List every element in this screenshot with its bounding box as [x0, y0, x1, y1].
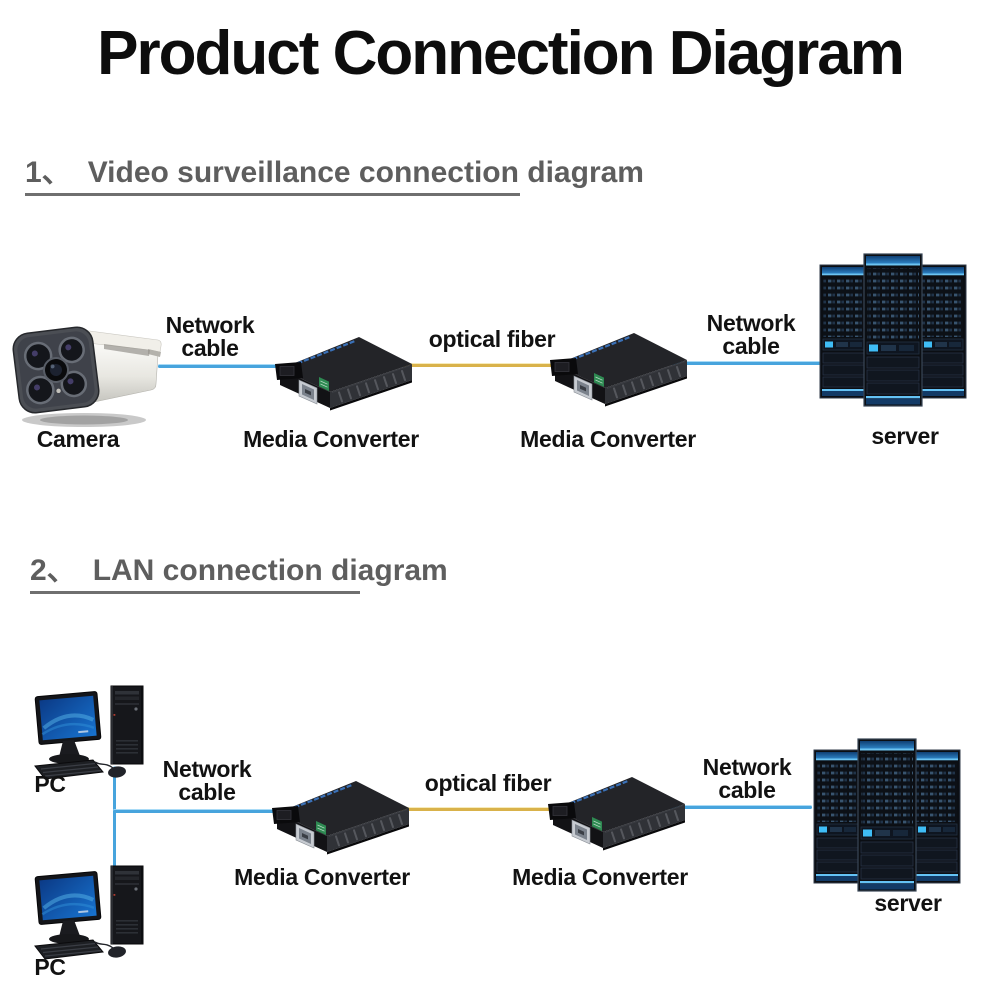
- media-converter-icon: [275, 331, 425, 416]
- server-icon: [812, 735, 962, 895]
- media-converter-icon: [272, 775, 422, 860]
- section1-underline: [25, 193, 520, 196]
- camera-icon: [8, 310, 168, 435]
- optical-fiber-line-1: [390, 364, 572, 367]
- cable-label-line1: Network: [702, 754, 792, 780]
- pc-label: PC: [34, 771, 66, 797]
- fiber-label: optical fiber: [428, 326, 556, 352]
- cable-label: Network cable: [163, 758, 252, 804]
- network-cable-line-4: [660, 806, 812, 809]
- section2-number: 2、: [30, 554, 77, 587]
- cable-label-line2: cable: [178, 779, 236, 805]
- page-title: Product Connection Diagram: [97, 19, 905, 88]
- network-cable-line-2: [663, 362, 823, 365]
- cable-label-line1: Network: [165, 312, 255, 338]
- media-converter-label: Media Converter: [243, 426, 419, 452]
- cable-label: Network cable: [166, 314, 255, 360]
- pc-label: PC: [34, 954, 66, 980]
- optical-fiber-line-2: [392, 808, 568, 811]
- media-converter-label: Media Converter: [520, 426, 696, 452]
- network-cable-line-3: [113, 810, 289, 813]
- camera-label: Camera: [36, 426, 120, 452]
- cable-label-line1: Network: [162, 756, 252, 782]
- cable-label-line2: cable: [722, 333, 780, 359]
- pc-trunk-line: [113, 767, 116, 870]
- cable-label-line2: cable: [181, 335, 239, 361]
- network-cable-line-1: [158, 365, 288, 368]
- cable-label-line2: cable: [718, 777, 776, 803]
- pc-icon: [33, 858, 158, 966]
- fiber-label: optical fiber: [424, 770, 552, 796]
- section2-heading: 2、 LAN connection diagram: [30, 545, 448, 589]
- server-label: server: [871, 423, 939, 449]
- section1-number: 1、: [25, 156, 72, 189]
- media-converter-label: Media Converter: [234, 864, 410, 890]
- cable-label: Network cable: [703, 756, 792, 802]
- media-converter-label: Media Converter: [512, 864, 688, 890]
- cable-label-line1: Network: [706, 310, 796, 336]
- server-label: server: [874, 890, 942, 916]
- server-icon: [818, 250, 968, 410]
- section2-underline: [30, 591, 360, 594]
- section2-heading-text: LAN connection diagram: [92, 554, 448, 587]
- section1-heading: 1、 Video surveillance connection diagram: [25, 147, 644, 191]
- cable-label: Network cable: [707, 312, 796, 358]
- media-converter-icon: [548, 771, 698, 856]
- pc-icon: [33, 678, 158, 786]
- media-converter-icon: [550, 327, 700, 412]
- section1-heading-text: Video surveillance connection diagram: [87, 156, 644, 189]
